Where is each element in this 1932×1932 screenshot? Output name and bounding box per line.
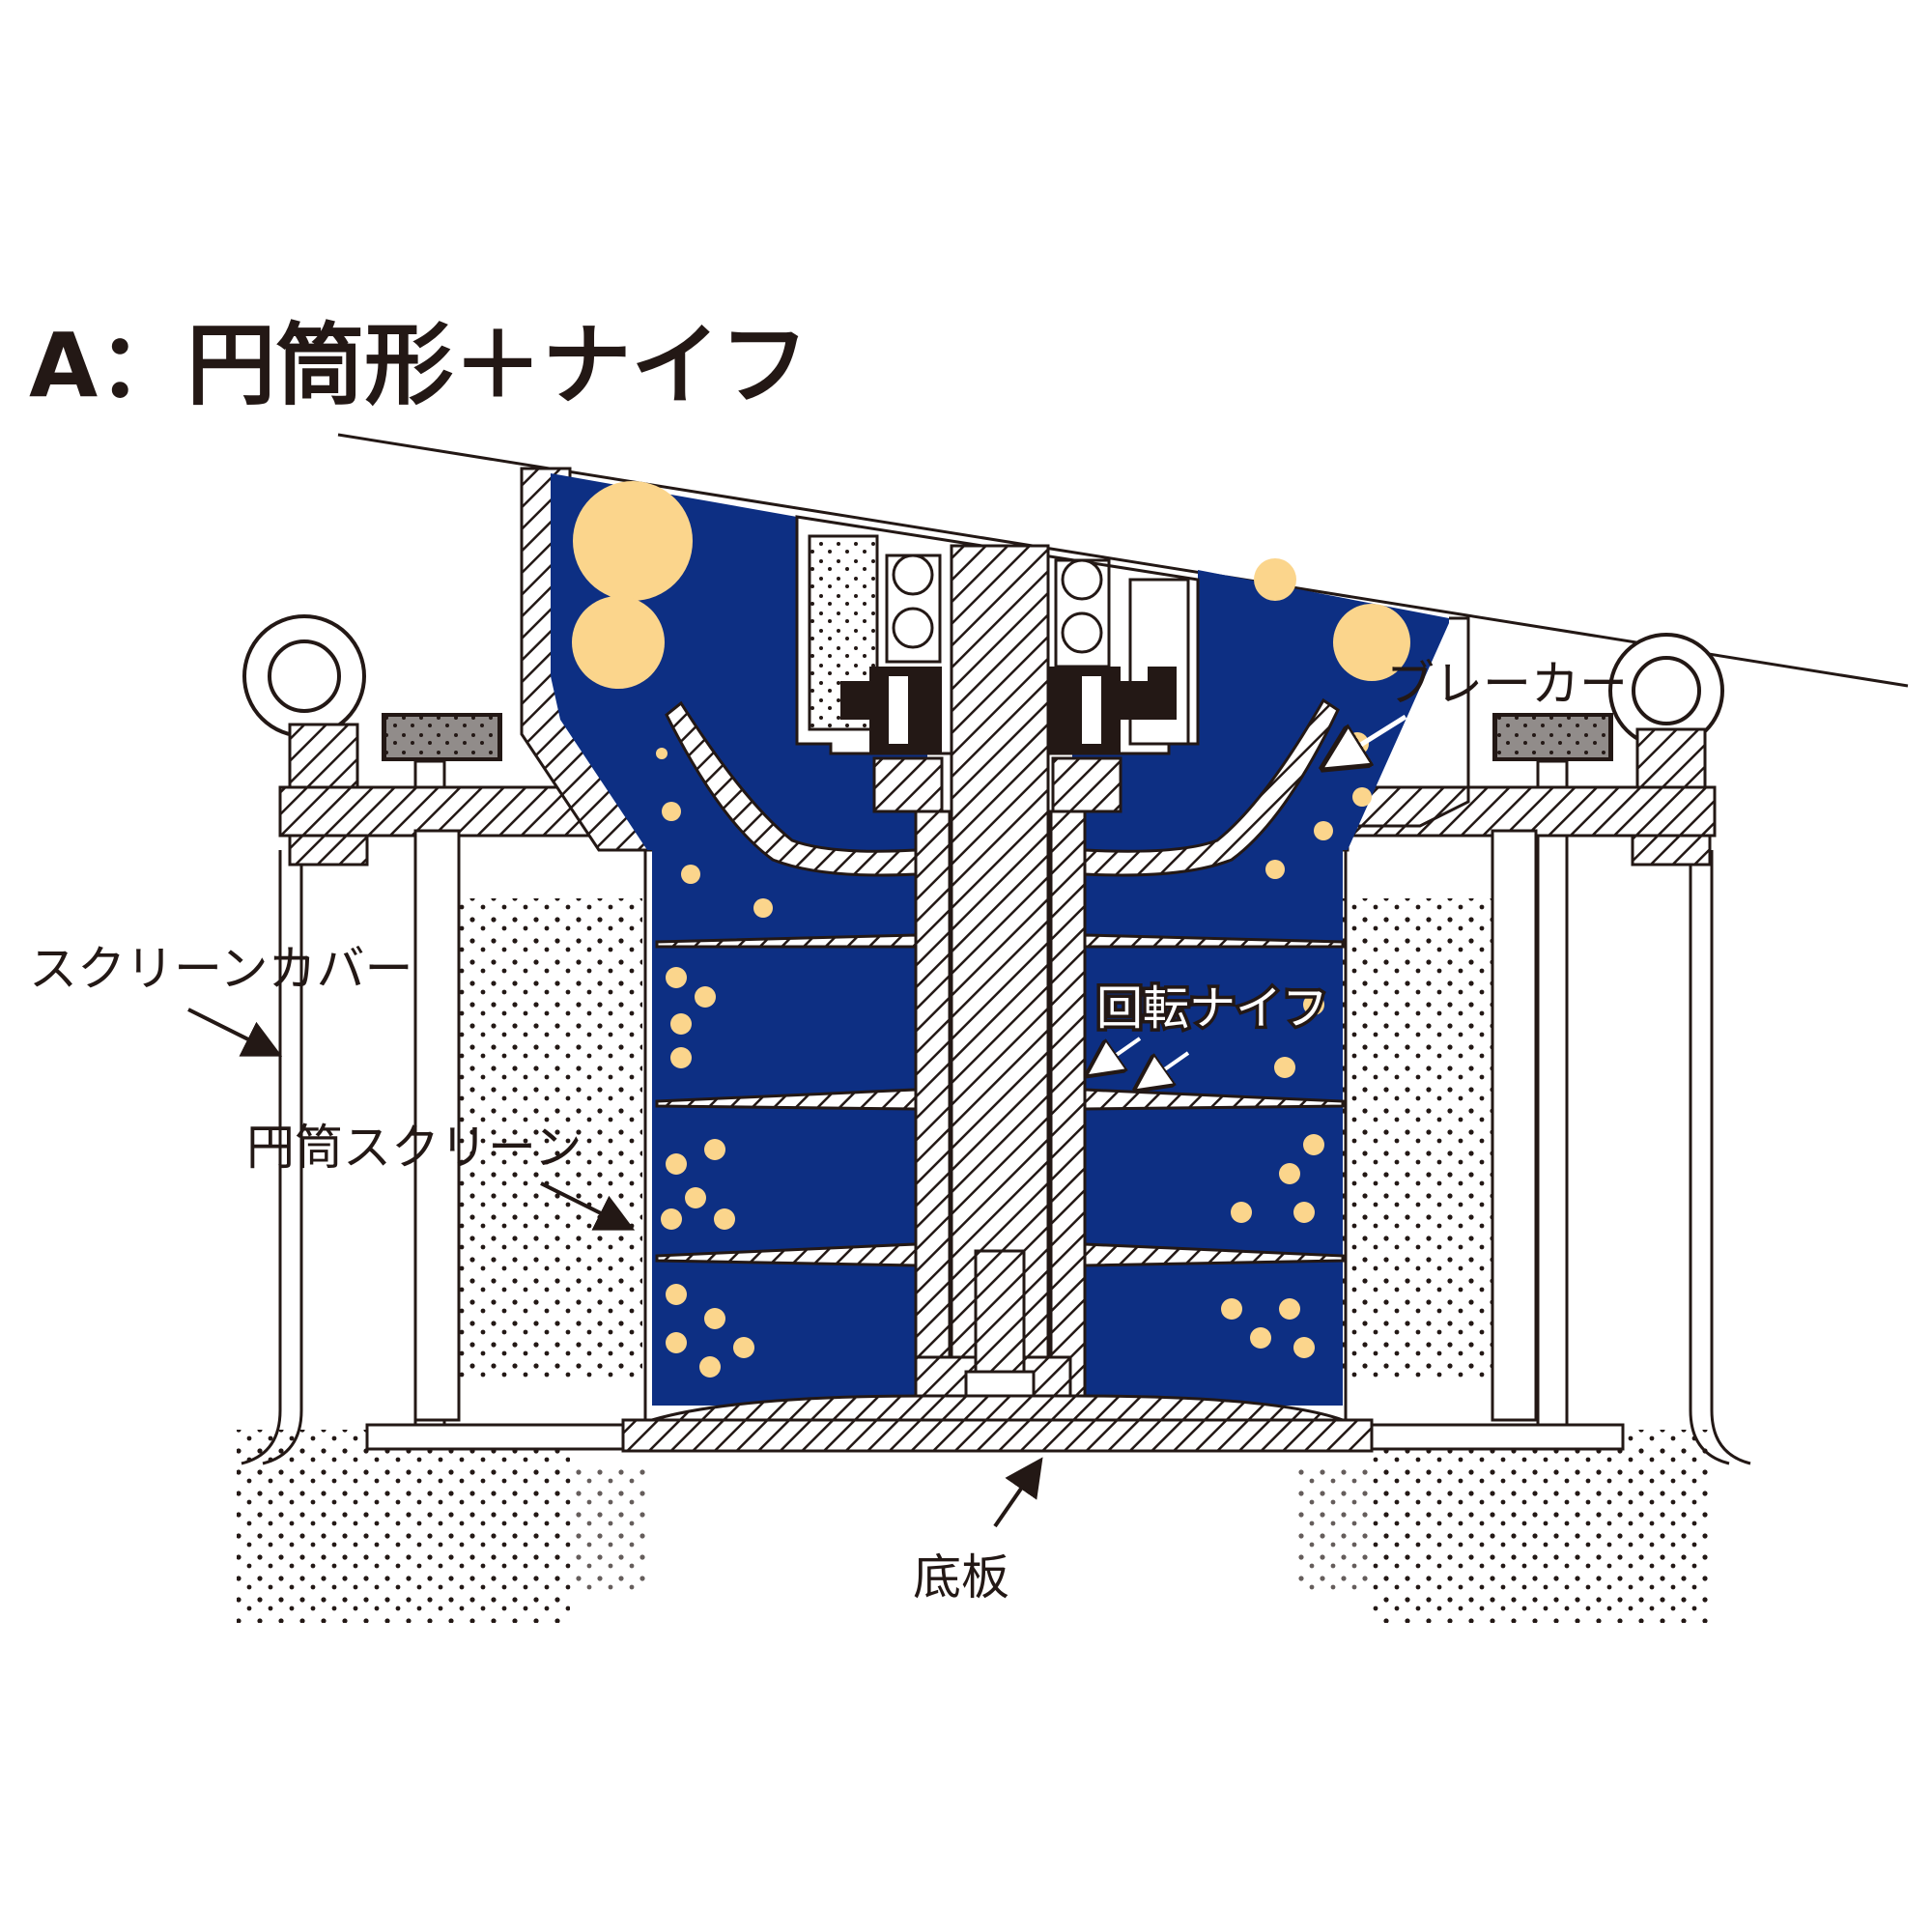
arrow-rotary-knife-1 xyxy=(1092,1037,1142,1072)
shaft-sleeve-left xyxy=(914,810,952,1417)
label-bottom-plate: 底板 xyxy=(913,1549,1009,1605)
arrow-cylinder-screen xyxy=(540,1181,636,1231)
particles xyxy=(572,481,1410,1378)
arrow-rotary-knife-2 xyxy=(1140,1051,1190,1087)
label-breaker: ブレーカー xyxy=(1386,656,1628,712)
center-bolt xyxy=(974,1249,1026,1378)
shaft-collar-left xyxy=(872,756,944,813)
arrow-breaker xyxy=(1328,714,1407,765)
sediment-dots xyxy=(237,898,1710,1623)
label-rotary-knife: 回転ナイフ xyxy=(1096,981,1328,1036)
shaft-collar-right xyxy=(1051,756,1122,813)
lock-nuts xyxy=(840,667,1177,753)
cylinder-screen-wall xyxy=(413,829,1538,1422)
diagram-title: A：円筒形＋ナイフ xyxy=(29,314,809,417)
breaker-blade-left xyxy=(665,700,918,877)
screen-cover xyxy=(241,850,1751,1465)
top-flange xyxy=(278,785,1717,867)
label-cylinder-screen: 円筒スクリーン xyxy=(246,1120,582,1176)
breaker-blade-right xyxy=(1083,697,1340,877)
rotary-knives xyxy=(655,933,1345,1267)
bottom-cone xyxy=(651,1394,1344,1422)
grinding-chamber-right-lower xyxy=(1072,850,1343,1406)
bottom-plate xyxy=(621,1418,1374,1453)
grinding-chamber-left-lower xyxy=(652,850,927,1406)
shaft-sleeve-right xyxy=(1049,810,1087,1417)
arrow-bottom-plate xyxy=(993,1457,1043,1528)
label-screen-cover: スクリーンカバー xyxy=(29,941,413,997)
arrow-screen-cover xyxy=(187,1008,283,1057)
